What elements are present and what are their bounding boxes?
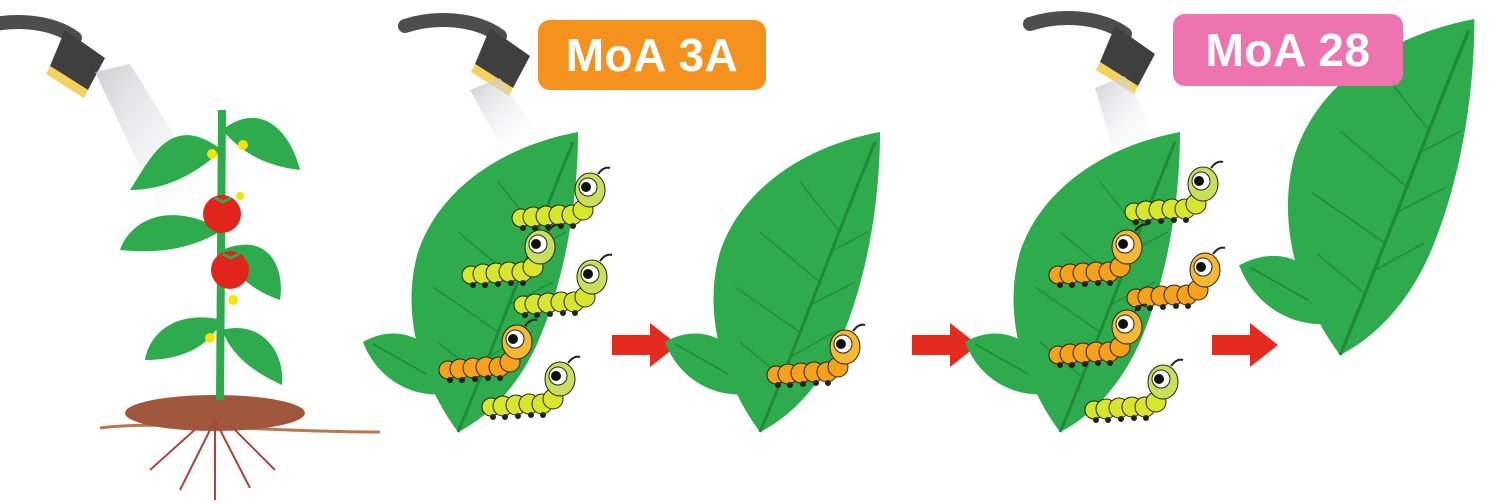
spray-nozzle-icon <box>405 20 530 96</box>
moa-28-badge: MoA 28 <box>1173 14 1403 86</box>
infested-leaf <box>363 132 612 432</box>
after-moa-3a <box>665 132 880 432</box>
treatment-spray-2 <box>1030 18 1160 145</box>
reinfested-leaf <box>965 132 1225 432</box>
moa-3a-badge: MoA 3A <box>538 20 766 90</box>
right-arrow-icon <box>1212 323 1278 367</box>
leaf-icon <box>665 132 880 432</box>
spray-nozzle-icon <box>1030 18 1155 94</box>
spray-nozzle-icon <box>0 22 105 98</box>
treatment-spray-1 <box>405 20 545 145</box>
sprayed-tomato-plant <box>0 22 380 500</box>
